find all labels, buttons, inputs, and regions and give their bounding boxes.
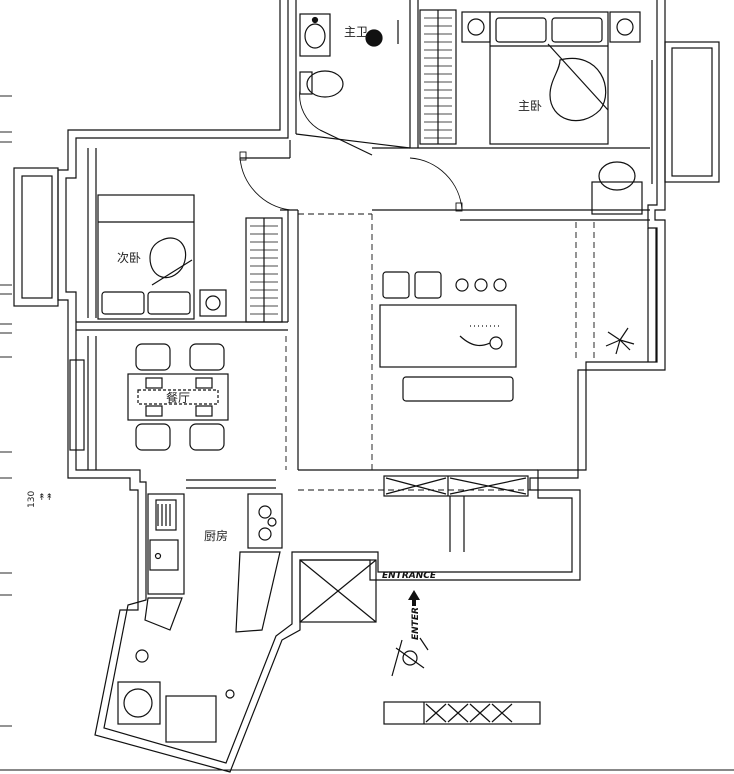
zone-dashes — [285, 213, 595, 491]
door-mat — [383, 701, 541, 725]
entrance-cabinet — [299, 475, 529, 623]
right-label-1: 710 — [732, 30, 734, 45]
right-label-5: 1950 — [732, 510, 734, 530]
right-label-6: 2880 — [732, 652, 734, 672]
kitchen-fixtures — [144, 479, 283, 633]
master-bath-fixtures — [299, 13, 399, 98]
label-dining: 餐厅 — [166, 390, 190, 405]
label-kitchen: 厨房 — [204, 528, 228, 543]
right-label-2: 710 — [732, 112, 734, 127]
dimension-130: 130 — [27, 491, 37, 508]
master-window — [651, 41, 720, 184]
second-wardrobe-hangers — [250, 225, 278, 315]
label-master-bedroom: 主卧 — [518, 99, 542, 113]
enter-arrow-icon — [408, 590, 420, 600]
dimension-arrows: ↟↟ — [38, 493, 53, 503]
outer-walls — [57, 0, 666, 773]
dining-furniture — [69, 336, 229, 470]
label-enter: ENTER — [411, 607, 421, 640]
right-label-3: 3380 — [732, 290, 734, 310]
label-entrance: ENTRANCE — [382, 571, 437, 581]
person-figure — [391, 637, 429, 677]
left-ticks — [0, 95, 12, 727]
master-wardrobe-hangers — [424, 17, 452, 139]
laundry-fixtures — [117, 649, 235, 743]
label-master-bath: 主卫 — [344, 25, 368, 39]
right-label-4: 1575 — [732, 416, 734, 436]
second-bedroom-furniture — [97, 194, 283, 323]
second-bedroom-window — [13, 148, 97, 318]
doors — [239, 89, 463, 212]
label-second-bedroom: 次卧 — [117, 251, 141, 265]
living-furniture — [379, 228, 657, 402]
